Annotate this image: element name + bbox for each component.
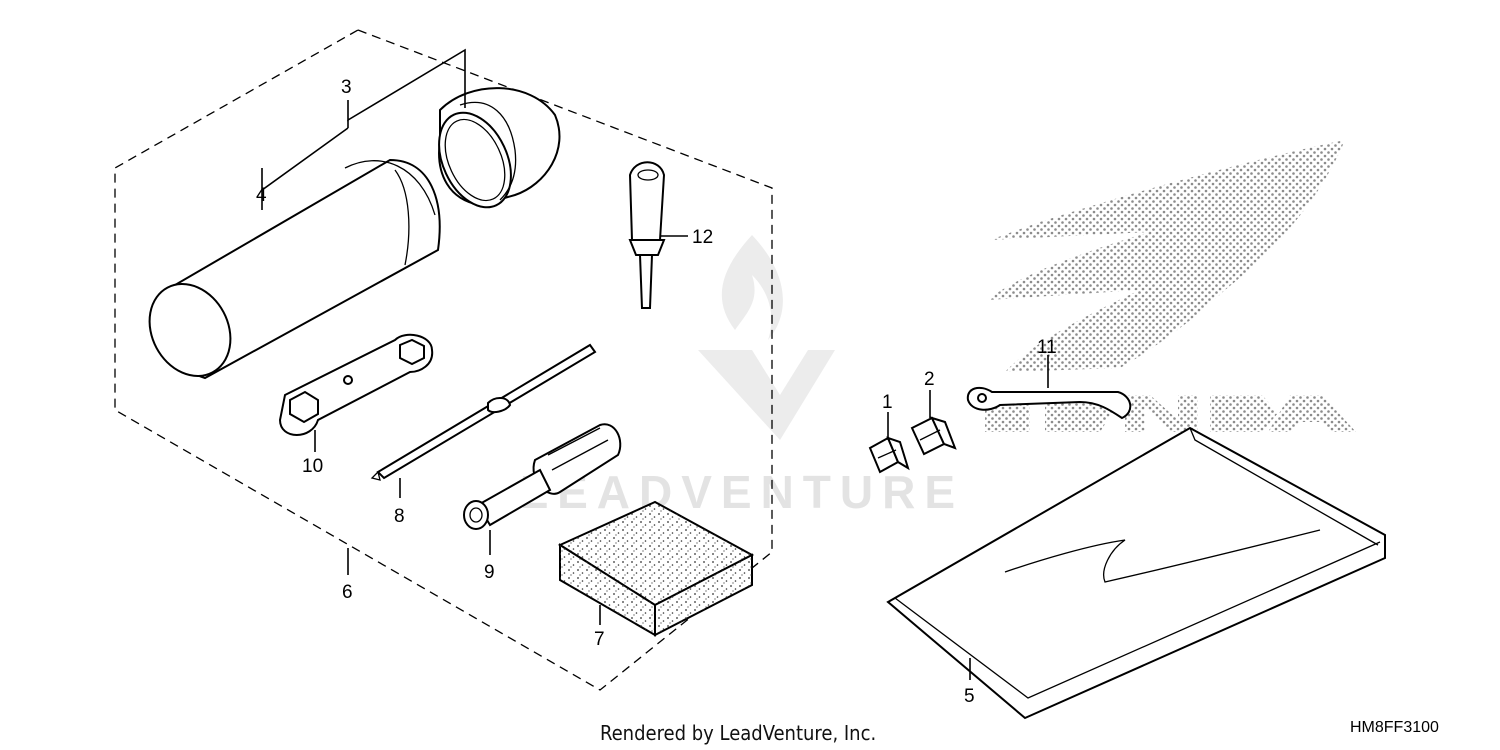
callout-8: 8 (394, 506, 405, 527)
rendered-by-credit: Rendered by LeadVenture, Inc. (600, 721, 876, 745)
tube-cap-graphic (438, 87, 561, 209)
diagram-code: HM8FF3100 (1350, 719, 1439, 736)
leadventure-watermark: LEADVENTURE (520, 235, 964, 518)
callout-6: 6 (342, 582, 353, 603)
tool-bag-tube-graphic (148, 158, 441, 380)
box-wrench-graphic (278, 333, 434, 436)
foam-block-graphic (557, 500, 755, 637)
callout-7: 7 (594, 629, 605, 650)
screwdriver-handle-graphic (463, 423, 622, 530)
callout-10: 10 (302, 456, 323, 477)
callout-4: 4 (256, 185, 267, 206)
callout-11: 11 (1037, 337, 1057, 358)
fuse-graphic (868, 436, 910, 474)
plug-tool-graphic (628, 161, 666, 309)
fuse-2-graphic (910, 416, 957, 456)
callout-9: 9 (484, 562, 495, 583)
screwdriver-blade-graphic (370, 343, 597, 481)
watermark-text: LEADVENTURE (520, 466, 964, 518)
tool-kit-boundary (114, 29, 773, 691)
callout-2: 2 (924, 369, 935, 390)
owners-manual-graphic (886, 426, 1386, 720)
wing-logo-graphic (985, 140, 1356, 432)
fuse-puller-graphic (966, 386, 1132, 420)
leader-lines (261, 48, 1049, 680)
callout-1: 1 (882, 392, 893, 413)
callout-12: 12 (692, 227, 713, 248)
callout-5: 5 (964, 686, 975, 707)
callout-3: 3 (341, 77, 352, 98)
